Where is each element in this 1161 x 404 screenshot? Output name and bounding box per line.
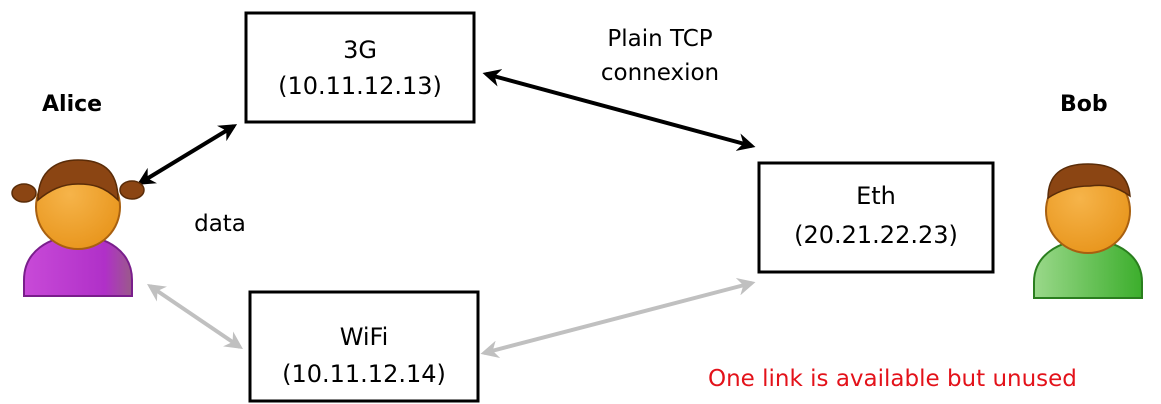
data-label: data	[194, 211, 246, 237]
box-eth-name: Eth	[856, 182, 896, 210]
link-3g-eth	[482, 69, 756, 151]
box-3g-name: 3G	[343, 36, 377, 64]
tcp-connection-label-line1: Plain TCP	[607, 26, 713, 52]
link-alice-wifi-unused	[147, 283, 243, 350]
box-wifi	[248, 290, 480, 403]
alice-avatar	[11, 159, 145, 297]
box-eth	[757, 161, 995, 274]
box-3g-ip: (10.11.12.13)	[278, 72, 442, 100]
alice-name: Alice	[42, 92, 103, 117]
box-wifi-ip: (10.11.12.14)	[282, 360, 446, 388]
bob-avatar	[1033, 163, 1143, 299]
link-alice-3g	[136, 124, 238, 185]
box-3g	[244, 11, 476, 124]
link-wifi-eth-unused	[480, 277, 756, 359]
box-wifi-name: WiFi	[339, 323, 389, 351]
unused-link-note: One link is available but unused	[708, 366, 1077, 392]
bob-name: Bob	[1060, 92, 1108, 117]
box-eth-ip: (20.21.22.23)	[794, 221, 958, 249]
tcp-connection-label-line2: connexion	[600, 60, 720, 86]
